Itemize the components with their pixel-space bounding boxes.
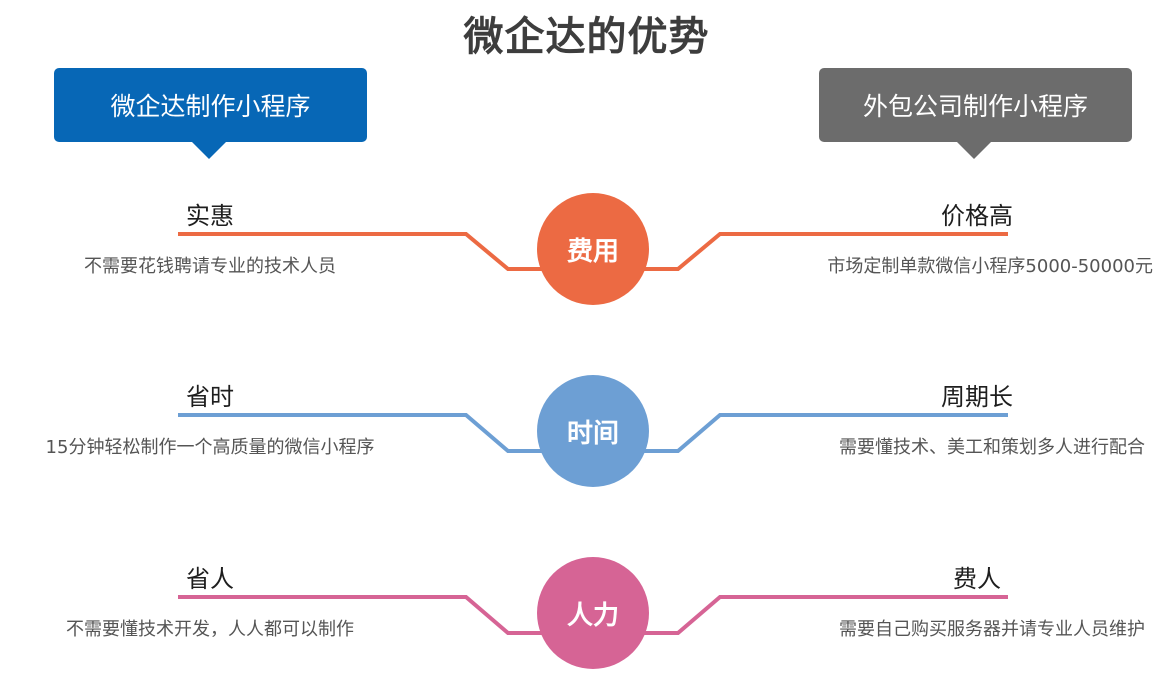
right-desc-labor: 需要自己购买服务器并请专业人员维护	[839, 619, 1145, 640]
left-heading-cost: 实惠	[186, 202, 234, 230]
right-callout-label: 外包公司制作小程序	[862, 92, 1088, 121]
right-heading-labor: 费人	[953, 565, 1001, 593]
left-desc-labor: 不需要懂技术开发，人人都可以制作	[66, 619, 354, 640]
right-desc-cost: 市场定制单款微信小程序5000-50000元	[827, 256, 1153, 277]
left-callout: 微企达制作小程序	[54, 68, 367, 159]
right-desc-time: 需要懂技术、美工和策划多人进行配合	[839, 437, 1145, 458]
left-heading-time: 省时	[186, 383, 234, 411]
center-circle-time: 时间	[537, 375, 649, 487]
right-callout: 外包公司制作小程序	[819, 68, 1132, 159]
right-heading-cost: 价格高	[941, 202, 1013, 230]
center-circle-labor: 人力	[537, 557, 649, 669]
page-title: 微企达的优势	[463, 14, 710, 60]
left-callout-pointer	[192, 142, 226, 159]
left-callout-label: 微企达制作小程序	[110, 92, 311, 121]
center-circle-cost: 费用	[537, 193, 649, 305]
left-desc-cost: 不需要花钱聘请专业的技术人员	[84, 256, 336, 277]
right-heading-time: 周期长	[941, 383, 1013, 411]
left-desc-time: 15分钟轻松制作一个高质量的微信小程序	[45, 437, 375, 458]
right-callout-pointer	[957, 142, 991, 159]
left-heading-labor: 省人	[186, 565, 234, 593]
